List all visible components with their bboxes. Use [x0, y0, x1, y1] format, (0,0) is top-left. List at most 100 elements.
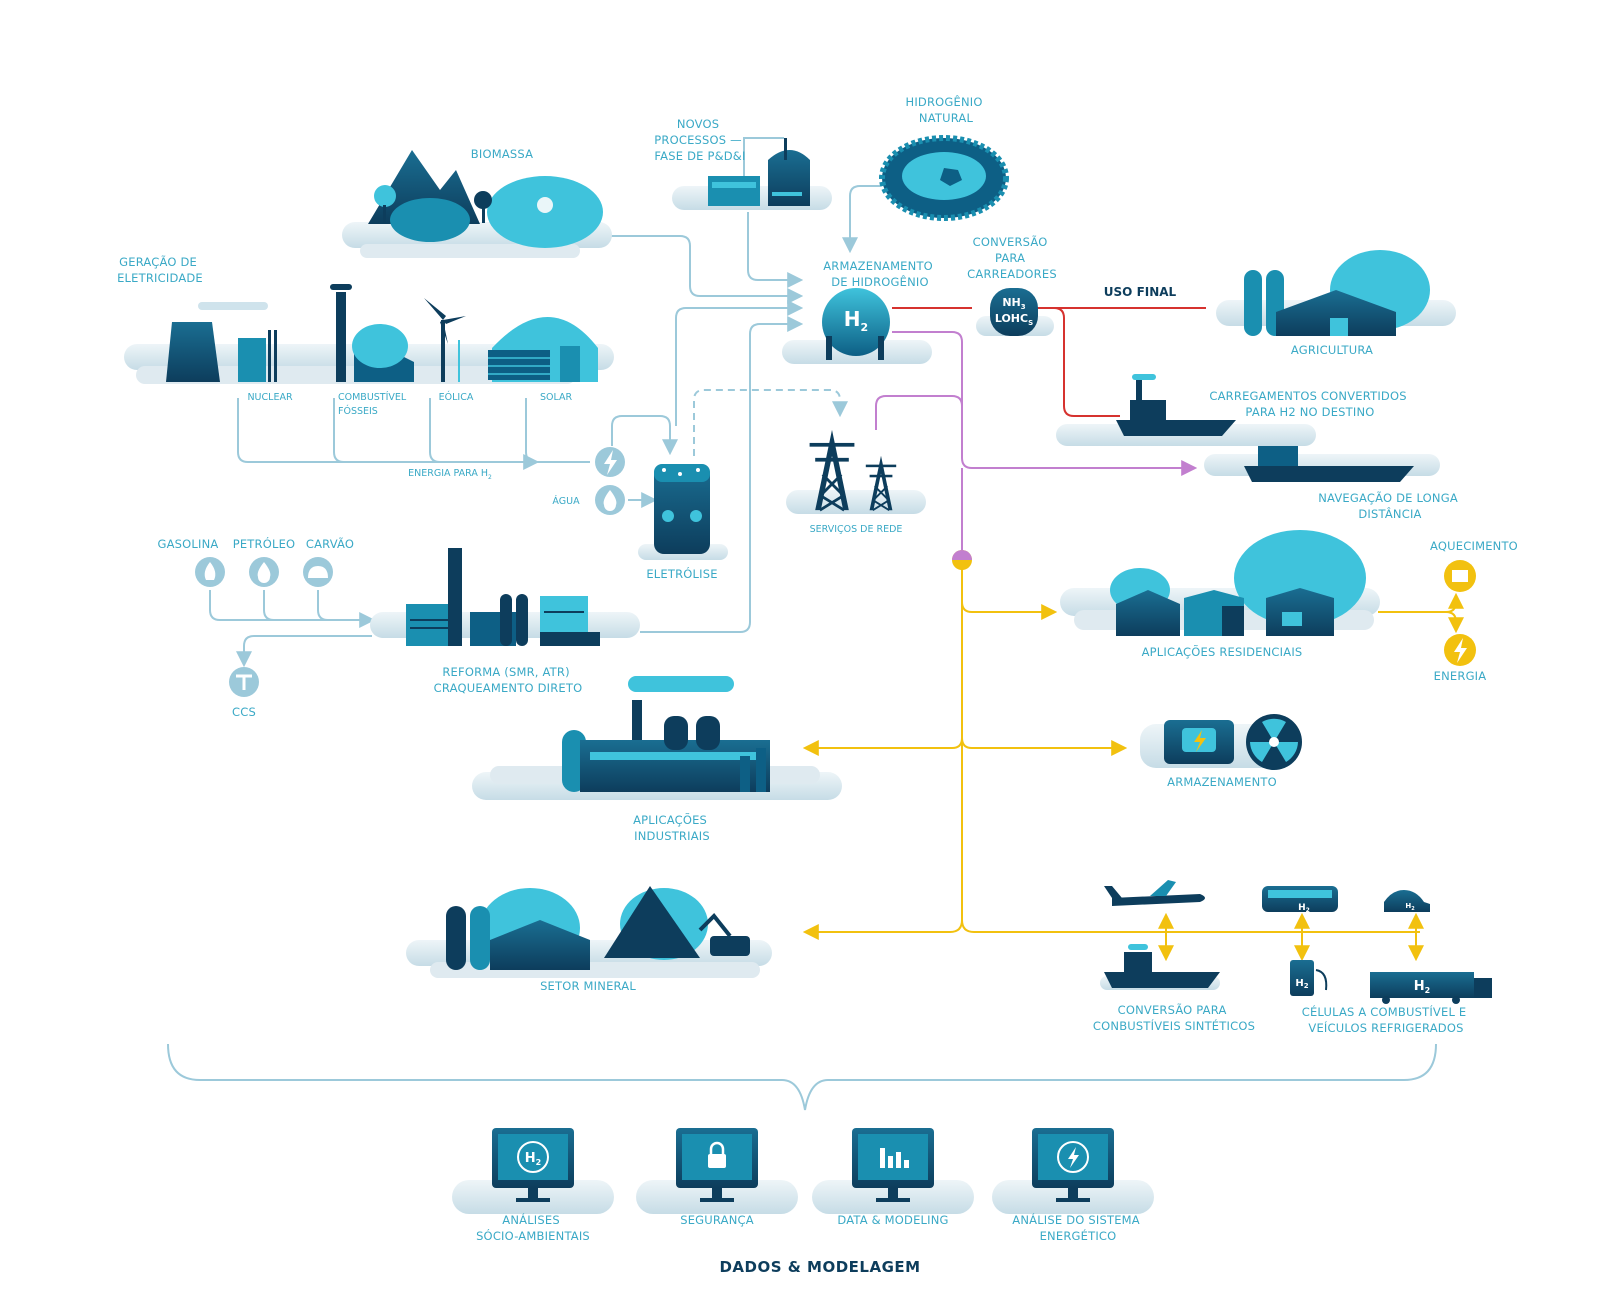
conversao-label: CONVERSÃO PARA CARREADORES — [967, 234, 1057, 281]
armazenamento-h2-label: ARMAZENAMENTO DE HIDROGÊNIO — [823, 259, 937, 289]
flow-biomassa-to-storage — [610, 235, 804, 304]
energy-storage-illustration — [1140, 714, 1302, 770]
flow-carriers-to-shipping — [1053, 307, 1120, 417]
navegacao-label: NAVEGAÇÃO DE LONGA DISTÂNCIA — [1318, 490, 1462, 521]
data-item-0: H2 — [452, 1128, 614, 1214]
synthetic-fuel-ship-illustration — [1100, 944, 1220, 990]
hidrogenio-natural-illustration — [879, 135, 1009, 221]
wind-turbine-icon — [424, 298, 466, 382]
carregamentos-label: CARREGAMENTOS CONVERTIDOS PARA H2 NO DES… — [1209, 389, 1410, 419]
flow-to-mineral — [802, 919, 963, 940]
energy-cycle-icon — [1057, 1141, 1089, 1173]
agriculture-illustration — [1216, 250, 1456, 336]
flow-reforma-to-ccs — [236, 635, 372, 668]
h2-symbol: H2 — [844, 307, 868, 334]
reforma-label: REFORMA (SMR, ATR) CRAQUEAMENTO DIRETO — [434, 665, 583, 695]
aquecimento-label: AQUECIMENTO — [1430, 539, 1518, 553]
flow-reforma-to-storage — [640, 316, 804, 633]
flow-to-residential — [961, 601, 1058, 620]
ccs-label: CCS — [232, 705, 256, 719]
carrier-conversion-illustration: NH3 LOHCS — [976, 288, 1054, 336]
data-item-3-label: ANÁLISE DO SISTEMA ENERGÉTICO — [1012, 1212, 1143, 1243]
flow-storage-to-longhaul — [892, 331, 1198, 476]
residenciais-label: APLICAÇÕES RESIDENCIAIS — [1142, 644, 1303, 659]
nh3-text: NH3 — [1002, 296, 1025, 311]
biomassa-label: BIOMASSA — [471, 147, 533, 161]
geracao-label: GERAÇÃO DE ELETRICIDADE — [117, 254, 203, 285]
novos-processos-illustration — [672, 137, 832, 210]
carvao-label: CARVÃO — [306, 536, 354, 551]
dados-modelagem-title: DADOS & MODELAGEM — [719, 1258, 920, 1276]
flow-electrolysis-to-storage — [675, 300, 804, 426]
monitor-h2-text: H2 — [525, 1151, 541, 1167]
flow-carvao-branch — [317, 590, 329, 621]
industriais-label: APLICAÇÕES INDUSTRIAIS — [633, 812, 711, 843]
data-item-2 — [812, 1128, 974, 1214]
biomassa-illustration — [342, 150, 612, 258]
data-item-1 — [636, 1128, 798, 1214]
flow-to-industrial — [802, 737, 963, 756]
sinteticos-label: CONVERSÃO PARA CONBUSTÍVEIS SINTÉTICOS — [1093, 1002, 1255, 1033]
flow-to-storage-energy — [961, 737, 1128, 756]
flow-lines — [209, 185, 1464, 962]
bar-chart-icon — [880, 1148, 909, 1168]
cargo-ship-illustration — [1056, 374, 1316, 446]
fuel-pump-icon: H2 — [1290, 960, 1328, 996]
solar-label: SOLAR — [540, 392, 573, 403]
combustivel-label: COMBUSTÍVEL FÓSSEIS — [338, 391, 409, 417]
data-item-1-label: SEGURANÇA — [680, 1213, 754, 1227]
flow-to-transport — [961, 919, 1420, 933]
uso-final-label: USO FINAL — [1104, 285, 1177, 299]
lohc-text: LOHCS — [995, 312, 1033, 327]
gasolina-label: GASOLINA — [158, 537, 219, 551]
hidrogenio-natural-label: HIDROGÊNIO NATURAL — [905, 94, 986, 125]
data-item-2-label: DATA & MODELING — [837, 1213, 948, 1227]
nuclear-label: NUCLEAR — [247, 392, 292, 403]
car-icon: H2 — [1384, 890, 1430, 912]
electrolyser-illustration — [638, 464, 728, 560]
energy-bolt-icon — [1444, 634, 1476, 666]
eletrolise-label: ELETRÓLISE — [646, 566, 717, 581]
hydrogen-storage-illustration: H2 — [782, 288, 932, 364]
data-modeling-brace — [167, 1043, 1437, 1111]
tanker-ship-illustration — [1204, 446, 1440, 482]
nuclear-cooling-tower-icon — [166, 322, 220, 382]
industrial-illustration — [472, 676, 842, 800]
lock-icon — [708, 1141, 726, 1168]
excavator-icon — [698, 913, 750, 956]
heating-icon — [1444, 560, 1476, 592]
armazenamento-label: ARMAZENAMENTO — [1167, 775, 1277, 789]
data-item-0-label: ANÁLISES SÓCIO-AMBIENTAIS — [476, 1212, 590, 1243]
refrigerated-truck-icon: H2 — [1370, 972, 1492, 1004]
flow-natural-to-storage — [842, 185, 880, 254]
bus-icon: H2 — [1262, 886, 1338, 914]
ccs-icon — [229, 667, 259, 697]
gasolina-icon — [195, 557, 225, 587]
flow-fuels-to-reforma — [209, 590, 376, 628]
h2-cycle-icon — [517, 1141, 549, 1173]
flow-residential-out — [1378, 592, 1464, 613]
radiation-icon — [1246, 714, 1302, 770]
electricity-icon — [595, 447, 625, 477]
flow-grid-to-longhaul — [875, 395, 963, 430]
flow-power-to-electrolysis — [611, 415, 678, 456]
flow-eolica-branch — [429, 398, 441, 463]
carvao-icon — [303, 557, 333, 587]
eolica-label: EÓLICA — [439, 391, 474, 403]
energia-label: ENERGIA — [1434, 669, 1487, 683]
flow-petroleo-branch — [263, 590, 275, 621]
energia-h2-label: ENERGIA PARA H2 — [408, 468, 492, 481]
celulas-label: CÉLULAS A COMBUSTÍVEL E VEÍCULOS REFRIGE… — [1302, 1004, 1471, 1035]
novos-processos-label: NOVOS PROCESSOS — FASE DE P&D&I — [654, 117, 745, 163]
setor-mineral-label: SETOR MINERAL — [540, 979, 636, 993]
grid-services-illustration — [786, 428, 926, 514]
residential-illustration — [1060, 530, 1380, 636]
flow-fossil-branch — [333, 398, 345, 463]
airplane-icon — [1104, 880, 1205, 906]
mining-cart-icons — [616, 940, 678, 954]
flow-junction-dot — [952, 550, 972, 570]
agua-label: ÁGUA — [552, 495, 580, 507]
water-drop-icon — [595, 485, 625, 515]
car-h2-text: H2 — [1405, 902, 1415, 912]
